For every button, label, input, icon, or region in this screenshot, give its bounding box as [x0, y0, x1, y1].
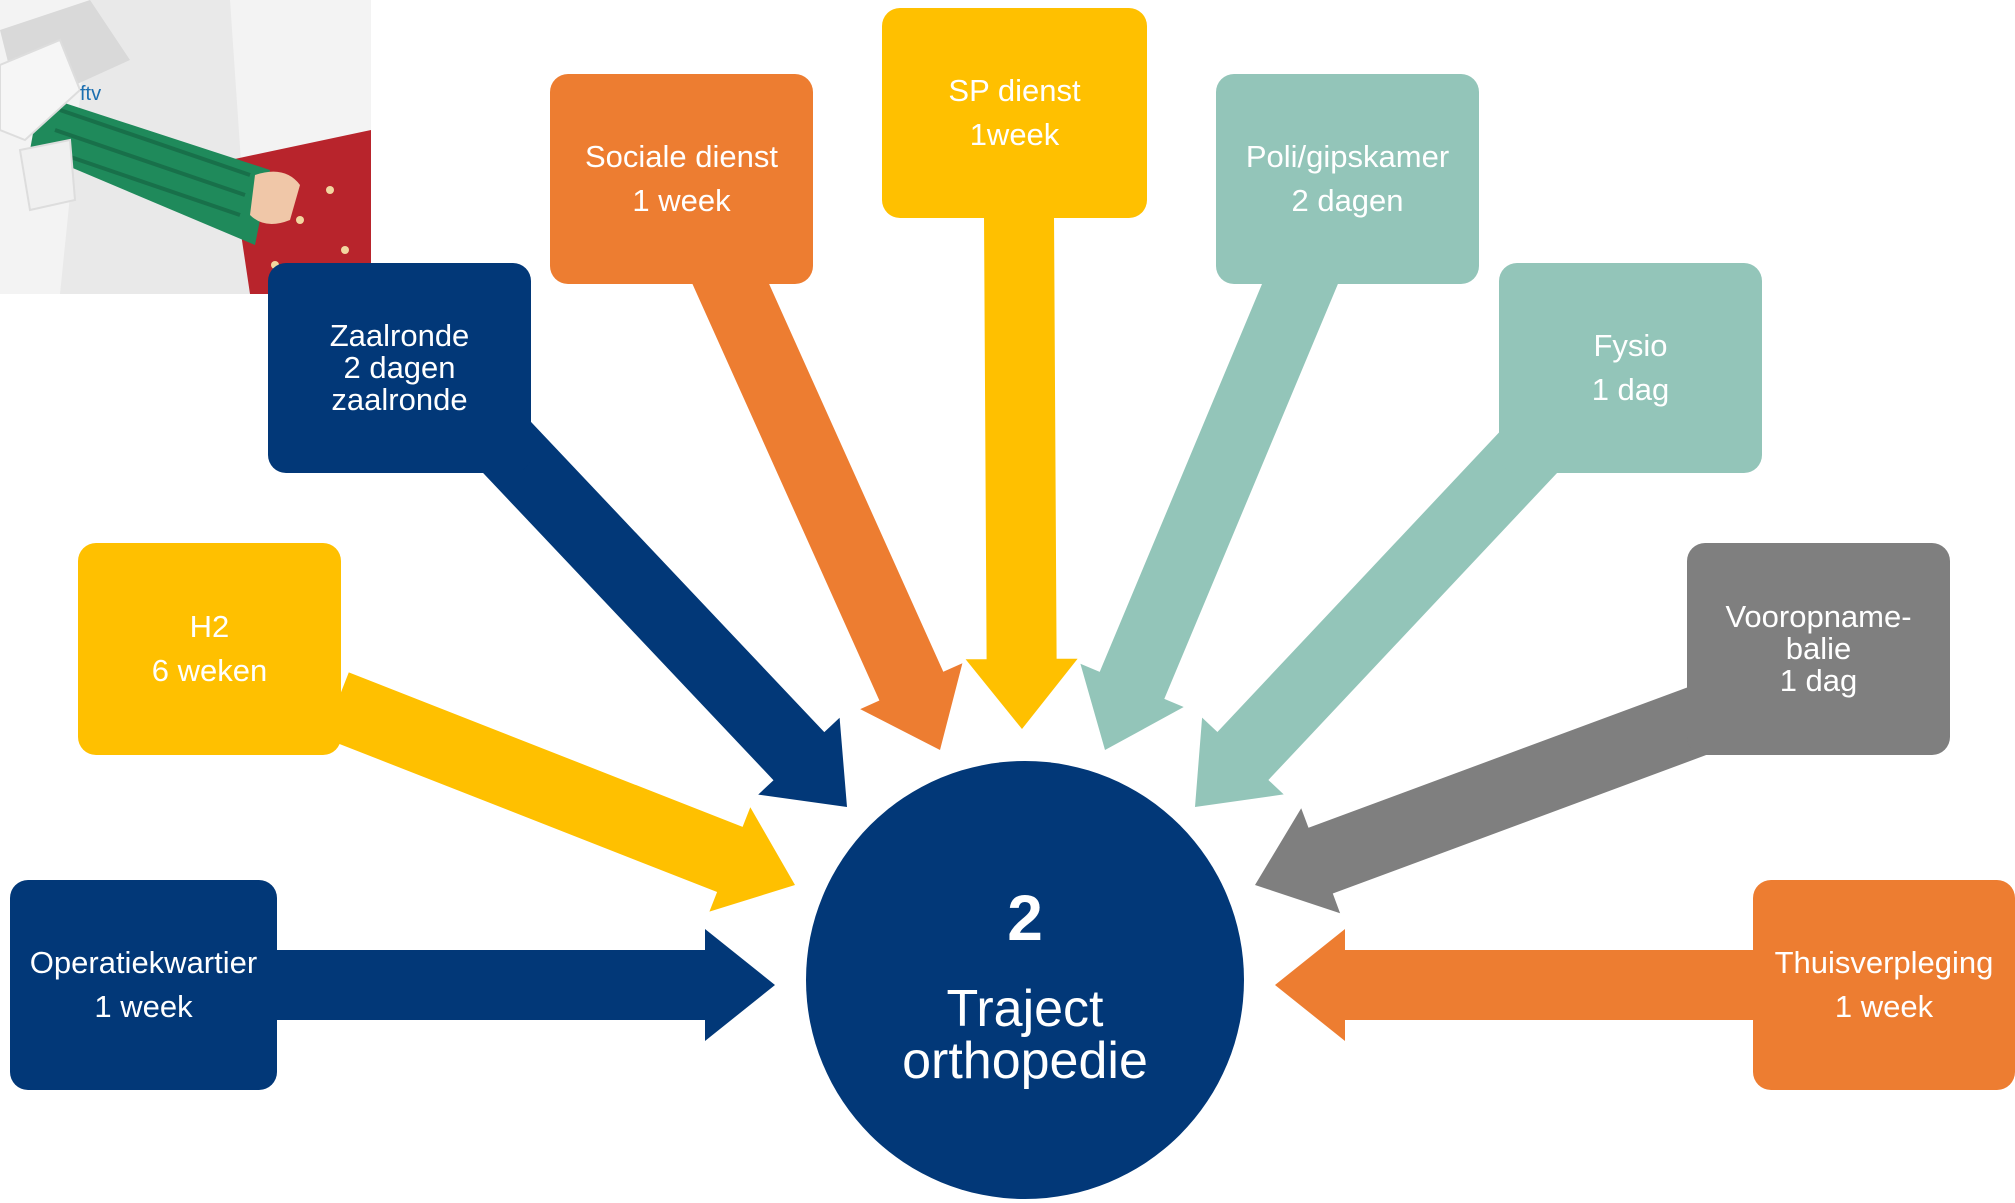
arrow-thuisverpleging: [1275, 929, 1760, 1041]
arrow-vooropnamebalie: [1255, 687, 1713, 914]
node-label-line: 1 week: [1834, 989, 1934, 1024]
node-label-line: balie: [1785, 631, 1852, 666]
node-label-line: Fysio: [1593, 328, 1668, 363]
node-sociale-dienst: Sociale dienst 1 week: [550, 74, 813, 284]
arrow-operatiekwartier: [270, 929, 775, 1041]
node-vooropnamebalie: Vooropname- balie 1 dag: [1687, 543, 1950, 755]
node-operatiekwartier: Operatiekwartier 1 week: [10, 880, 277, 1090]
arrow-sociale-dienst: [688, 245, 963, 750]
node-label-line: H2: [189, 609, 230, 644]
hub-title-line2: orthopedie: [902, 1032, 1148, 1090]
hub-circle: 2 Traject orthopedie: [806, 761, 1244, 1199]
node-label-line: SP dienst: [948, 73, 1081, 108]
orthopedic-cast-photo: ftv: [0, 0, 371, 294]
node-label-line: 6 weken: [151, 653, 268, 688]
node-poli-gipskamer: Poli/gipskamer 2 dagen: [1216, 74, 1479, 284]
node-thuisverpleging: Thuisverpleging 1 week: [1753, 880, 2015, 1090]
node-label-line: 1 week: [94, 989, 193, 1024]
node-fysio: Fysio 1 dag: [1499, 263, 1762, 473]
node-zaalronde: Zaalronde 2 dagen zaalronde: [268, 263, 531, 473]
node-label-line: Vooropname-: [1725, 599, 1912, 634]
node-label-line: zaalronde: [331, 382, 468, 417]
arrow-fysio: [1195, 416, 1566, 807]
node-label-line: 1 dag: [1779, 663, 1858, 698]
node-h2: H2 6 weken: [78, 543, 341, 755]
node-label-line: 1 week: [632, 183, 731, 218]
node-label-line: 1 dag: [1591, 372, 1670, 407]
node-label-line: 2 dagen: [343, 350, 456, 385]
node-label-line: Operatiekwartier: [29, 945, 258, 980]
node-label-line: Poli/gipskamer: [1245, 139, 1450, 174]
hub-title-line1: Traject: [946, 980, 1104, 1038]
node-label-line: 1week: [969, 117, 1060, 152]
arrow-h2: [323, 672, 795, 912]
hub-number: 2: [1007, 882, 1043, 954]
node-sp-dienst: SP dienst 1week: [882, 8, 1147, 218]
node-label-line: Zaalronde: [329, 318, 470, 353]
node-label-line: Thuisverpleging: [1774, 945, 1994, 980]
arrow-sp-dienst: [965, 214, 1078, 730]
arrow-zaalronde: [474, 416, 847, 807]
node-label-line: Sociale dienst: [584, 139, 778, 174]
svg-text:ftv: ftv: [80, 83, 101, 105]
node-label-line: 2 dagen: [1291, 183, 1404, 218]
arrow-poli-gipskamer: [1080, 246, 1343, 750]
